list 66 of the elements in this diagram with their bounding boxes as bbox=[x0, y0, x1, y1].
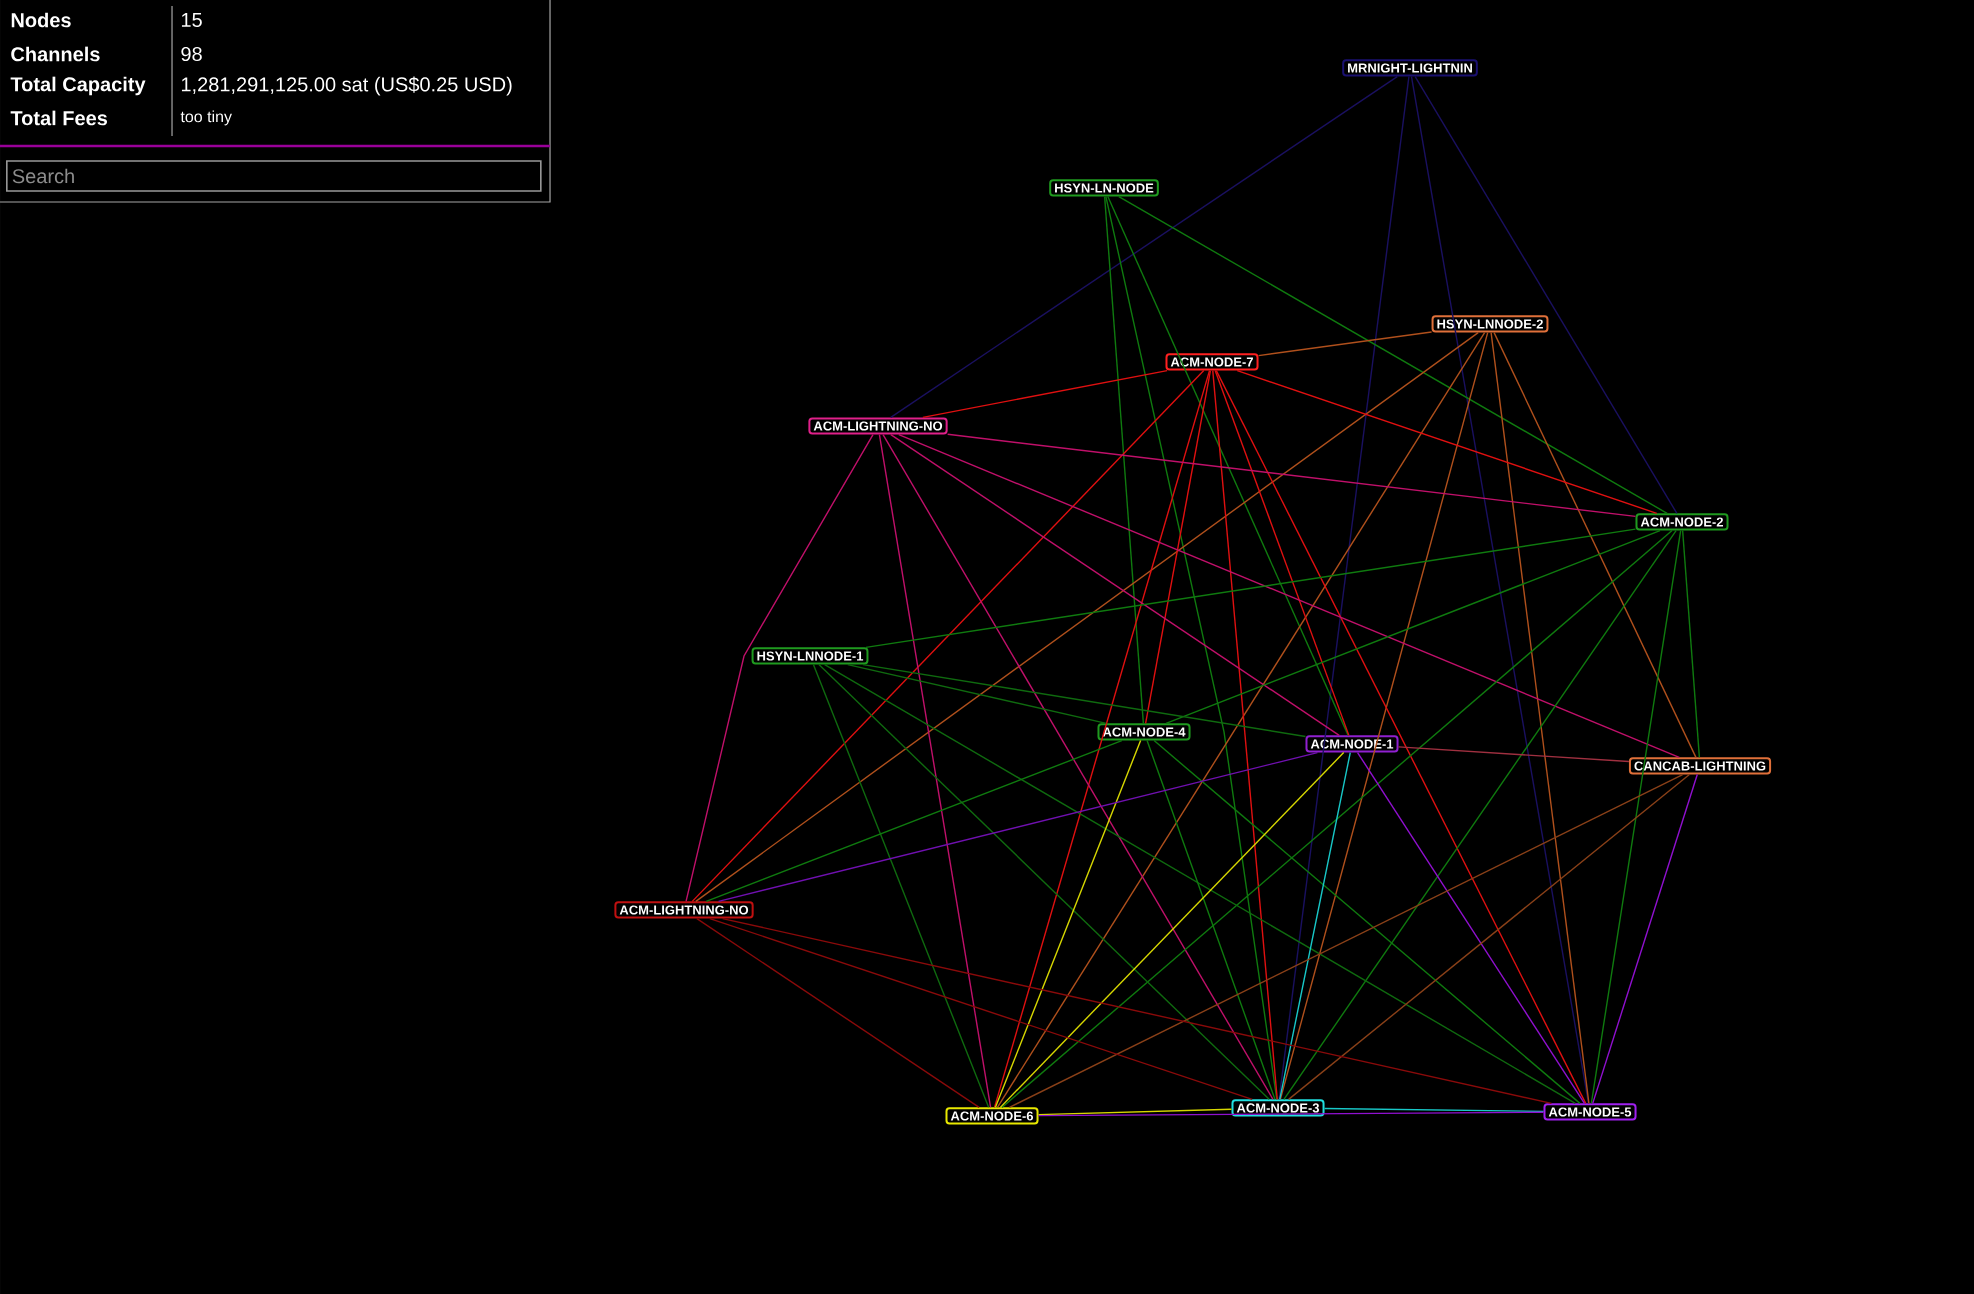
channel-line bbox=[1323, 1107, 1545, 1113]
channel-line bbox=[1008, 773, 1684, 1109]
channel-line bbox=[1490, 331, 1590, 1105]
channel-line bbox=[1105, 195, 1278, 1101]
channel-line bbox=[717, 751, 1319, 903]
table-cell: 15 bbox=[181, 13, 202, 27]
channel-line bbox=[1279, 331, 1489, 1101]
channel-line bbox=[922, 369, 1168, 419]
channel-line bbox=[812, 663, 990, 1109]
channel-line bbox=[862, 663, 1307, 738]
channel-line bbox=[1279, 751, 1351, 1101]
channel-line bbox=[1107, 195, 1349, 737]
channel-line bbox=[1592, 773, 1698, 1105]
channel-line bbox=[1001, 529, 1673, 1109]
channel-line bbox=[1287, 773, 1691, 1101]
channel-line bbox=[1590, 529, 1682, 1105]
table-cell: Total Capacity bbox=[10, 76, 146, 96]
channel-line bbox=[890, 433, 1340, 737]
channel-line bbox=[1236, 369, 1658, 515]
channel-line bbox=[1212, 369, 1278, 1101]
channel-line bbox=[1165, 529, 1661, 725]
channel-line bbox=[1493, 331, 1697, 759]
channel-line bbox=[721, 917, 1553, 1105]
channel-line bbox=[999, 751, 1345, 1109]
table-cell: Channels bbox=[11, 46, 100, 62]
table-cell: Nodes bbox=[11, 12, 71, 28]
table-cell: Total Fees bbox=[10, 110, 108, 126]
channel-line bbox=[695, 331, 1479, 903]
channel-line bbox=[946, 433, 1637, 518]
channel-line bbox=[1037, 1111, 1545, 1117]
channel-line bbox=[1414, 75, 1678, 515]
channel-line bbox=[1103, 195, 1145, 725]
channel-line bbox=[847, 663, 1107, 725]
channel-line bbox=[709, 917, 1253, 1101]
channel-line bbox=[1356, 751, 1586, 1105]
channel-line bbox=[1215, 369, 1587, 1105]
channel-line bbox=[882, 433, 1274, 1101]
channel-line bbox=[1144, 369, 1212, 725]
channel-line bbox=[685, 433, 874, 903]
channel-line bbox=[1397, 746, 1630, 763]
channel-line bbox=[696, 917, 980, 1109]
channel-line bbox=[1278, 75, 1410, 1101]
table-cell: too tiny bbox=[180, 110, 232, 126]
channel-line bbox=[691, 369, 1205, 903]
channel-line bbox=[1153, 739, 1581, 1105]
channel-line bbox=[705, 739, 1123, 903]
table-cell: 1,281,291,125.00 sat (US$0.25 USD) bbox=[181, 76, 512, 96]
channel-line bbox=[878, 433, 992, 1109]
channel-line bbox=[898, 433, 1680, 759]
channel-line bbox=[1410, 75, 1590, 1105]
channel-line bbox=[1681, 529, 1701, 759]
channel-line bbox=[890, 75, 1398, 419]
channel-line bbox=[993, 369, 1211, 1109]
channel-line bbox=[1037, 1108, 1233, 1116]
channel-line bbox=[818, 663, 1270, 1101]
channel-line bbox=[1257, 331, 1433, 357]
channel-line bbox=[865, 528, 1637, 649]
channel-line bbox=[1146, 739, 1276, 1101]
channel-line bbox=[1283, 529, 1677, 1101]
search-field: Search bbox=[6, 160, 542, 192]
channel-line bbox=[996, 331, 1486, 1109]
table-cell: 98 bbox=[181, 46, 202, 62]
channel-line bbox=[1118, 195, 1668, 515]
channel-line bbox=[1214, 369, 1350, 737]
channel-line bbox=[994, 739, 1142, 1109]
channel-line bbox=[823, 663, 1576, 1105]
